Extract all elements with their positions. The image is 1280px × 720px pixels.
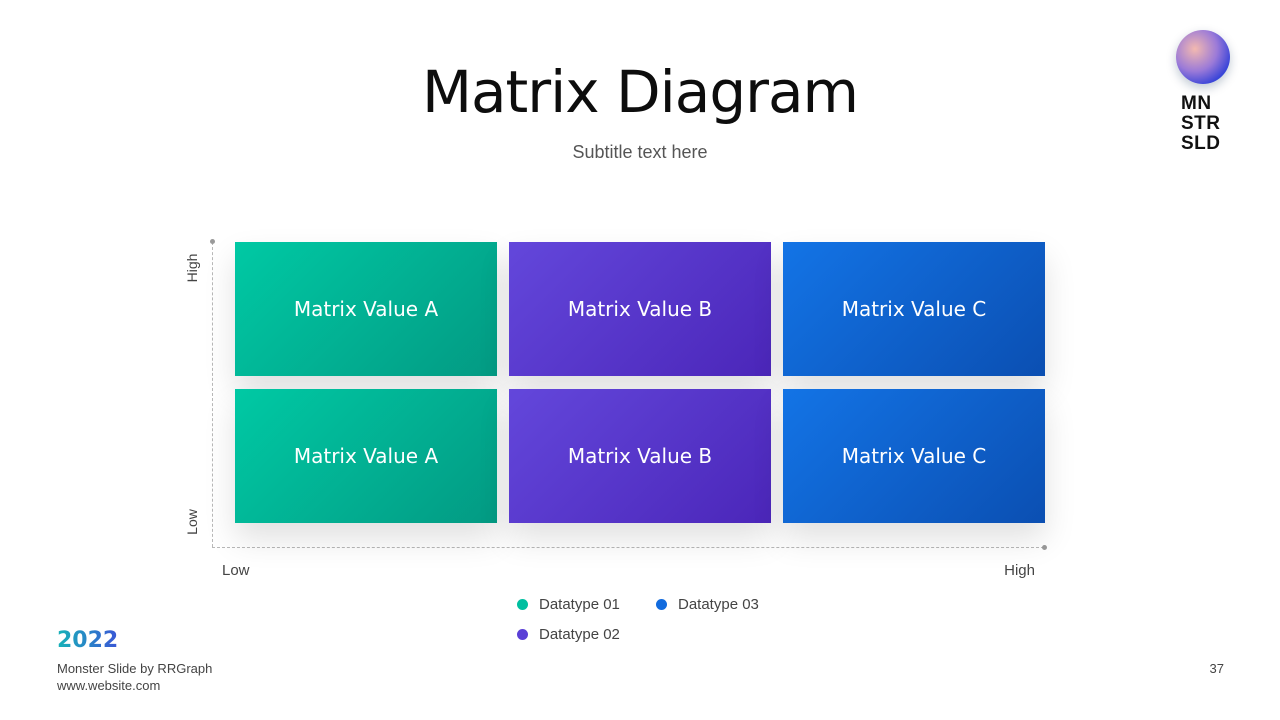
x-axis-high-label: High (1004, 562, 1035, 579)
matrix-cell-label: Matrix Value C (841, 297, 987, 321)
y-axis-line (212, 242, 213, 547)
matrix-cell-low-b: Matrix Value B (509, 389, 771, 523)
matrix-cell-label: Matrix Value A (293, 297, 439, 321)
matrix-cell-label: Matrix Value B (567, 297, 713, 321)
matrix-cell-label: Matrix Value A (293, 444, 439, 468)
legend-dot-icon (656, 599, 667, 610)
gradient-sphere-icon (1176, 30, 1230, 84)
brand-logo-line: STR (1181, 113, 1221, 134)
matrix-cell-label: Matrix Value B (567, 444, 713, 468)
footer-website: www.website.com (57, 678, 161, 693)
brand-logo-text: MN STR SLD (1181, 94, 1241, 154)
footer-credit: Monster Slide by RRGraph (57, 661, 213, 676)
legend-label: Datatype 03 (678, 596, 759, 613)
legend-dot-icon (517, 599, 528, 610)
y-axis-end-dot (210, 239, 215, 244)
page-subtitle: Subtitle text here (572, 142, 708, 162)
page-number: 37 (1209, 661, 1224, 676)
x-axis-end-dot (1042, 545, 1047, 550)
matrix-cell-label: Matrix Value C (841, 444, 987, 468)
page-title: Matrix Diagram (421, 58, 859, 126)
y-axis-high-label: High (184, 253, 200, 283)
matrix-cell-high-c: Matrix Value C (783, 242, 1045, 376)
matrix-cell-high-b: Matrix Value B (509, 242, 771, 376)
x-axis-low-label: Low (222, 562, 250, 579)
legend-item-datatype-03: Datatype 03 (656, 596, 759, 613)
x-axis-line (212, 547, 1044, 548)
legend-label: Datatype 01 (539, 596, 620, 613)
matrix-cell-low-c: Matrix Value C (783, 389, 1045, 523)
brand-logo-line: SLD (1181, 133, 1221, 154)
y-axis-low-label: Low (184, 509, 200, 535)
matrix-cell-low-a: Matrix Value A (235, 389, 497, 523)
brand-logo-line: MN (1181, 93, 1212, 114)
legend-item-datatype-02: Datatype 02 (517, 626, 620, 643)
legend-label: Datatype 02 (539, 626, 620, 643)
matrix-cell-high-a: Matrix Value A (235, 242, 497, 376)
footer-year: 2022 (57, 628, 119, 653)
legend-dot-icon (517, 629, 528, 640)
legend-item-datatype-01: Datatype 01 (517, 596, 620, 613)
